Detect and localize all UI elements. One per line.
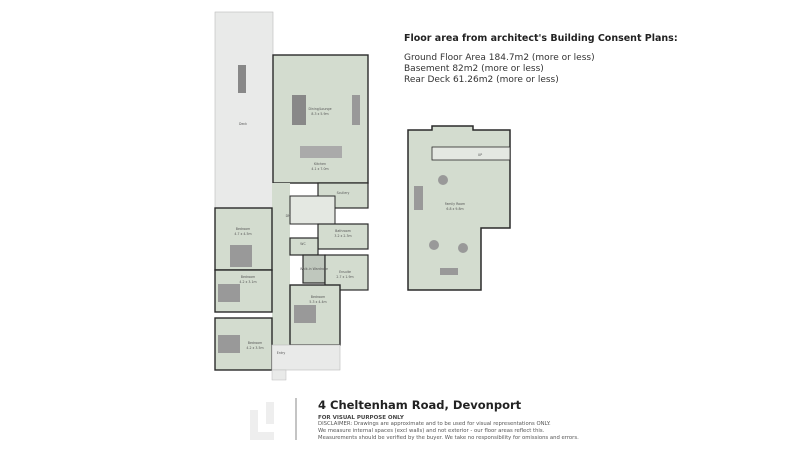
kitchen-island	[300, 146, 342, 158]
visual-note: FOR VISUAL PURPOSE ONLY	[318, 415, 404, 421]
stair-label: UP	[478, 153, 482, 157]
room-label: Bedroom	[241, 275, 255, 279]
room-label: Dining/Lounge	[308, 107, 331, 111]
armchair	[438, 175, 448, 185]
room-label: Bedroom	[236, 227, 250, 231]
room-size: 4.2 x 3.5m	[246, 346, 263, 350]
room-label: Ensuite	[339, 270, 351, 274]
rear-deck-area: Rear Deck 61.26m2 (more or less)	[404, 75, 559, 85]
room-label: Kitchen	[314, 162, 326, 166]
disclaimer-line: We measure internal spaces (excl walls) …	[318, 428, 545, 434]
deck-table	[238, 65, 246, 93]
footer: 4 Cheltenham Road, Devonport FOR VISUAL …	[318, 398, 579, 442]
room-label: Bedroom	[248, 341, 262, 345]
info-heading: Floor area from architect's Building Con…	[404, 33, 678, 44]
room-label: Deck	[239, 122, 247, 126]
armchair	[458, 243, 468, 253]
room-size: 4.7 x 4.5m	[234, 232, 251, 236]
entry-porch	[271, 344, 341, 371]
room-label: Entry	[277, 351, 286, 355]
room-label: Bedroom	[311, 295, 325, 299]
disclaimer-line: DISCLAIMER: Drawings are approximate and…	[318, 421, 551, 427]
ensuite	[324, 254, 369, 291]
room-size: 8.3 x 5.9m	[311, 112, 328, 116]
property-address: 4 Cheltenham Road, Devonport	[318, 398, 522, 412]
bed-icon	[230, 245, 252, 267]
room-label: Family Room	[445, 202, 465, 206]
disclaimer-line: Measurements should be verified by the b…	[318, 435, 579, 441]
armchair	[429, 240, 439, 250]
bed-icon	[218, 335, 240, 353]
company-logo	[250, 402, 274, 440]
stair-label: DN	[286, 214, 291, 218]
deck	[214, 11, 274, 209]
ground-floor-area: Ground Floor Area 184.7m2 (more or less)	[404, 53, 595, 63]
bed-icon	[294, 305, 316, 323]
bed-icon	[218, 284, 240, 302]
steps	[271, 369, 287, 381]
ground-floor: Deck Dining/Lounge 8.3 x 5.9m Kitchen 4.…	[214, 11, 369, 381]
room-size: 3.2 x 2.3m	[334, 234, 351, 238]
room-size: 4.1 x 7.0m	[311, 167, 328, 171]
stairs	[289, 195, 336, 225]
room-size: 5.3 x 4.4m	[309, 300, 326, 304]
sofa	[414, 186, 423, 210]
room-size: 4.2 x 3.1m	[239, 280, 256, 284]
room-label: Scullery	[337, 191, 350, 195]
room-size: 6.8 x 9.8m	[446, 207, 463, 211]
stairs	[431, 146, 511, 161]
desk	[440, 268, 458, 275]
bathroom	[317, 223, 369, 250]
room-size: 2.7 x 1.9m	[336, 275, 353, 279]
room-label: WC	[300, 242, 306, 246]
dining-table	[292, 95, 306, 125]
basement: Family Room 6.8 x 9.8m UP	[407, 125, 511, 291]
room-label: Bathroom	[335, 229, 351, 233]
basement-area: Basement 82m2 (more or less)	[404, 64, 544, 74]
floor-area-info: Floor area from architect's Building Con…	[404, 33, 678, 86]
wc	[289, 237, 319, 256]
room-label: Walk-in Wardrobe	[300, 267, 328, 271]
hallway	[272, 183, 290, 358]
sofa	[352, 95, 360, 125]
